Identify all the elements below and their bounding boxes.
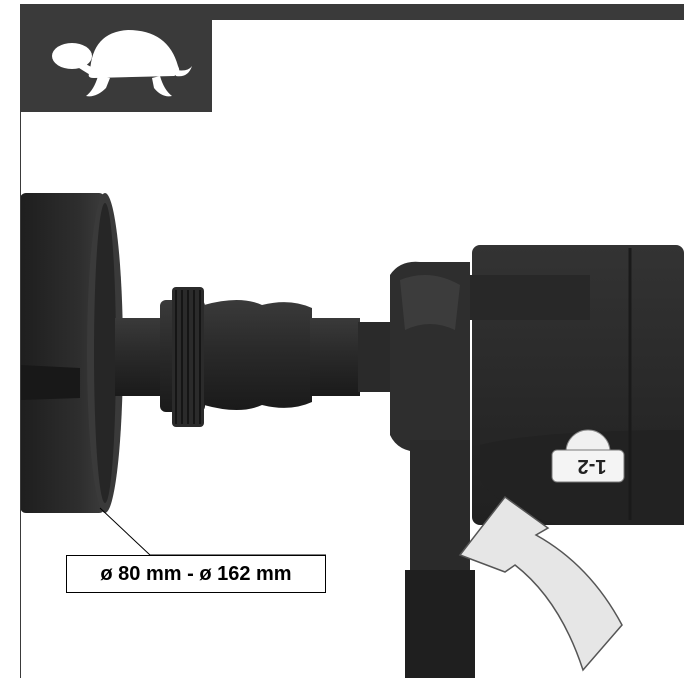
core-bit-face [94, 203, 116, 503]
diameter-range-label: ø 80 mm - ø 162 mm [100, 562, 292, 585]
turtle-icon [52, 30, 192, 97]
shaft-segment-2 [310, 318, 360, 396]
stand-column-lower [405, 570, 475, 678]
flange-wing [400, 275, 460, 330]
diameter-range-callout: ø 80 mm - ø 162 mm [66, 555, 326, 593]
shaft-knurl [172, 287, 204, 427]
rotation-arrow-icon [458, 495, 623, 672]
left-frame-rule [20, 4, 21, 678]
shaft-segment-3 [358, 322, 393, 392]
speed-badge [20, 4, 212, 112]
gear-selector-lever [551, 449, 625, 483]
core-bit-body [20, 193, 105, 513]
housing-panel [470, 275, 590, 320]
gear-selector: 1-2 [551, 429, 625, 483]
gear-selector-label: 1-2 [578, 455, 607, 477]
spindle-shaft [115, 287, 393, 427]
callout-leader-line [99, 507, 326, 556]
shaft-coupling [204, 300, 312, 410]
core-bit [20, 193, 123, 513]
drill-motor [390, 245, 684, 678]
core-bit-slot [20, 365, 80, 400]
